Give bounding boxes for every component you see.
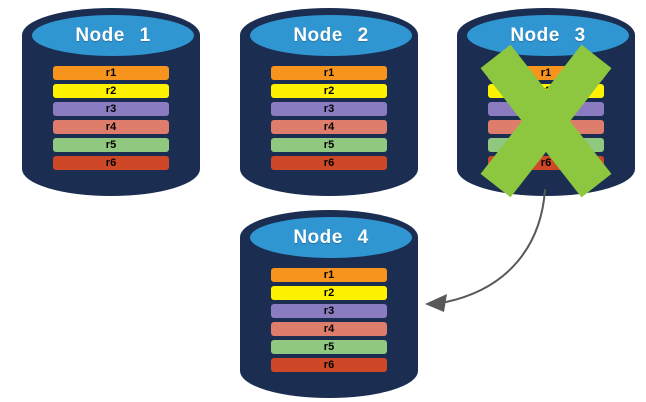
record-bar-r5: r5 <box>271 138 387 152</box>
record-label: r5 <box>323 341 335 353</box>
record-label: r4 <box>105 121 117 133</box>
cylinder-top-face: Node 1 <box>30 13 196 58</box>
record-bar-r2: r2 <box>53 84 169 98</box>
node-3: Node 3 r1 r2 r3 r4 r5 r6 <box>457 8 635 198</box>
failure-x-icon <box>480 44 612 198</box>
record-bar-r5: r5 <box>271 340 387 354</box>
record-label: r6 <box>323 157 335 169</box>
record-label: r2 <box>323 85 335 97</box>
cylinder-top-face: Node 2 <box>248 13 414 58</box>
record-bar-r4: r4 <box>53 120 169 134</box>
arrow-curve <box>445 189 546 303</box>
record-bar-r3: r3 <box>271 102 387 116</box>
record-label: r4 <box>323 121 335 133</box>
record-label: r3 <box>105 103 117 115</box>
node-1: Node 1 r1 r2 r3 r4 r5 r6 <box>22 8 200 196</box>
record-label: r3 <box>323 103 335 115</box>
record-label: r1 <box>323 67 335 79</box>
node-2-records: r1 r2 r3 r4 r5 r6 <box>271 66 387 170</box>
record-bar-r3: r3 <box>53 102 169 116</box>
node-1-label: Node 1 <box>75 24 151 46</box>
node-2: Node 2 r1 r2 r3 r4 r5 r6 <box>240 8 418 196</box>
cylinder-top-face: Node 4 <box>248 215 414 260</box>
record-label: r4 <box>323 323 335 335</box>
record-label: r6 <box>540 157 552 169</box>
node-3-label: Node 3 <box>510 24 586 46</box>
node-4-records: r1 r2 r3 r4 r5 r6 <box>271 268 387 372</box>
record-bar-r2: r2 <box>271 286 387 300</box>
record-label: r2 <box>105 85 117 97</box>
record-bar-r6: r6 <box>271 156 387 170</box>
record-bar-r5: r5 <box>53 138 169 152</box>
record-bar-r1: r1 <box>271 268 387 282</box>
record-label: r1 <box>323 269 335 281</box>
record-bar-r4: r4 <box>271 120 387 134</box>
record-bar-r6: r6 <box>53 156 169 170</box>
node-2-label: Node 2 <box>293 24 369 46</box>
record-label: r6 <box>105 157 117 169</box>
node-4-label: Node 4 <box>293 226 369 248</box>
record-bar-r3: r3 <box>271 304 387 318</box>
record-bar-r1: r1 <box>271 66 387 80</box>
record-label: r1 <box>540 67 552 79</box>
record-label: r3 <box>323 305 335 317</box>
record-label: r5 <box>323 139 335 151</box>
record-bar-r2: r2 <box>271 84 387 98</box>
cylinder-top-face: Node 3 <box>465 13 631 58</box>
node-4: Node 4 r1 r2 r3 r4 r5 r6 <box>240 210 418 398</box>
record-bar-r6: r6 <box>271 358 387 372</box>
arrowhead-icon <box>425 294 447 312</box>
record-label: r5 <box>105 139 117 151</box>
node-1-records: r1 r2 r3 r4 r5 r6 <box>53 66 169 170</box>
record-bar-r4: r4 <box>271 322 387 336</box>
record-label: r2 <box>323 287 335 299</box>
record-bar-r1: r1 <box>53 66 169 80</box>
record-label: r1 <box>105 67 117 79</box>
record-label: r6 <box>323 359 335 371</box>
